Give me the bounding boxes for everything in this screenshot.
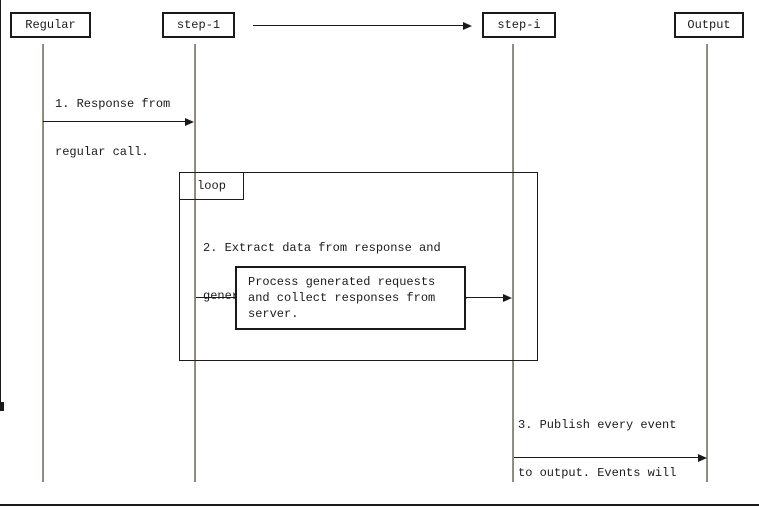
process-box-out-arrow-line bbox=[466, 297, 503, 298]
participant-label-output: Output bbox=[687, 18, 731, 32]
process-box-line-2: and collect responses from bbox=[248, 291, 436, 305]
message-1-arrowhead-icon bbox=[185, 118, 194, 126]
loop-fragment-frame bbox=[179, 172, 538, 361]
window-left-border-end-nub bbox=[0, 402, 4, 411]
process-box-line-3: server. bbox=[248, 307, 299, 321]
chain-arrowhead-icon bbox=[463, 22, 472, 30]
message-1-line-2: regular call. bbox=[55, 145, 149, 159]
process-box-line-1: Process generated requests bbox=[248, 275, 436, 289]
message-2-line-1: 2. Extract data from response and bbox=[203, 241, 441, 255]
process-box-in-line bbox=[196, 297, 235, 298]
lifeline-regular bbox=[42, 44, 44, 482]
window-bottom-border bbox=[0, 504, 759, 506]
message-1-line-1: 1. Response from bbox=[55, 97, 171, 111]
process-action-box: Process generated requests and collect r… bbox=[235, 266, 466, 330]
participant-box-output: Output bbox=[674, 12, 744, 38]
message-3-text: 3. Publish every event to output. Events… bbox=[518, 385, 684, 508]
participant-box-step-1: step-1 bbox=[162, 12, 235, 38]
lifeline-output bbox=[706, 44, 708, 482]
chain-arrow-line bbox=[253, 25, 463, 26]
message-1-text: 1. Response from regular call. bbox=[55, 64, 170, 192]
process-box-out-arrowhead-icon bbox=[503, 294, 512, 302]
message-1-arrow-line bbox=[43, 121, 185, 122]
loop-label-box: loop bbox=[179, 172, 244, 200]
message-3-line-1: 3. Publish every event bbox=[518, 418, 677, 432]
window-left-border bbox=[0, 0, 1, 406]
message-3-arrow-line bbox=[514, 457, 698, 458]
lifeline-step-1 bbox=[194, 44, 196, 482]
loop-label: loop bbox=[197, 179, 226, 193]
message-3-line-2: to output. Events will bbox=[518, 466, 677, 480]
participant-label-step-1: step-1 bbox=[176, 18, 221, 32]
participant-box-regular: Regular bbox=[10, 12, 91, 38]
message-3-arrowhead-icon bbox=[698, 454, 707, 462]
participant-box-step-i: step-i bbox=[482, 12, 556, 38]
participant-label-step-i: step-i bbox=[497, 18, 541, 32]
lifeline-step-i bbox=[512, 44, 514, 482]
participant-label-regular: Regular bbox=[25, 18, 76, 32]
